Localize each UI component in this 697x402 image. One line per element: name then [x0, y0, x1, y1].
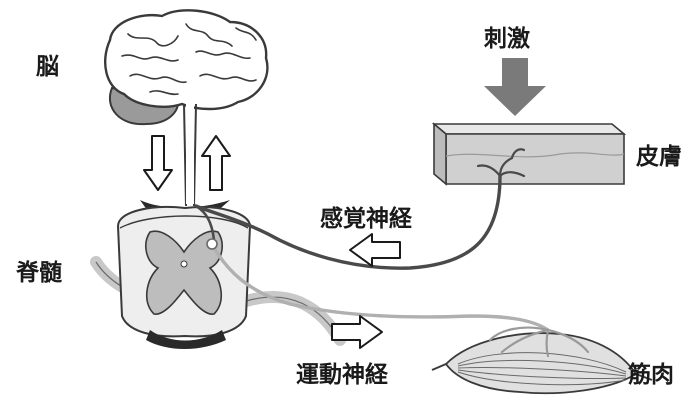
sensory-direction-arrow-icon: [349, 233, 401, 267]
sensory-nerve-label: 感覚神経: [320, 205, 413, 232]
motor-direction-arrow-icon: [331, 315, 383, 349]
muscle-label: 筋肉: [628, 361, 674, 388]
stimulus-label: 刺激: [484, 25, 530, 52]
motor-nerve: [210, 242, 550, 332]
muscle-illustration: [431, 326, 653, 395]
skin-block: [431, 122, 627, 186]
up-arrow-icon: [201, 135, 231, 191]
sensory-nerve: [194, 174, 502, 270]
down-arrow-icon: [143, 135, 173, 191]
skin-label: 皮膚: [636, 144, 682, 170]
spinal-cord-label: 脊髄: [15, 259, 62, 286]
brain-illustration: [103, 9, 269, 207]
gray-matter: [145, 230, 223, 315]
brain-label: 脳: [36, 54, 59, 80]
stimulus-arrow-icon: [484, 58, 546, 116]
cerebrum: [103, 9, 269, 111]
brain-stem: [183, 103, 197, 207]
spinal-cord-illustration: [90, 200, 346, 349]
motor-nerve-label: 運動神経: [296, 361, 389, 388]
